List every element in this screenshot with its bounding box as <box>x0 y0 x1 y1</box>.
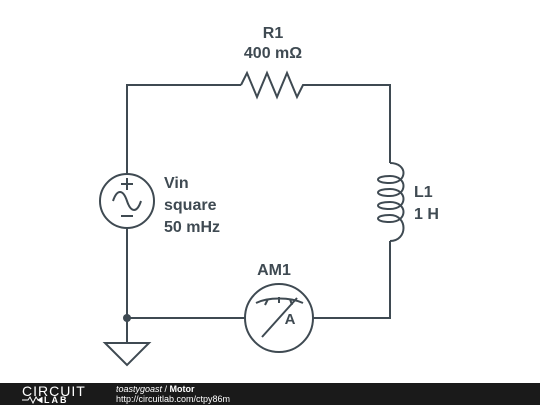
inductor-coil <box>377 162 405 242</box>
ammeter-tick <box>264 298 269 306</box>
ground-icon <box>102 342 152 367</box>
credit-separator: / <box>162 384 170 394</box>
ammeter-circle <box>244 283 314 353</box>
wire-top-left <box>126 84 241 175</box>
ammeter-am1: A AM1 <box>244 262 314 353</box>
logo-wire-icon <box>22 396 43 405</box>
inductor-value: 1 H <box>414 206 439 223</box>
source-designator: Vin <box>164 175 189 192</box>
resistor-designator: R1 <box>263 25 284 42</box>
circuit-url-link[interactable]: http://circuitlab.com/ctpy86m <box>116 394 231 404</box>
ammeter-symbol: A <box>285 311 296 328</box>
sine-wave-icon <box>112 191 142 211</box>
resistor-zigzag <box>240 70 305 100</box>
footer-bar: CIRCUIT LAB toastygoast / Motor http://c… <box>0 383 540 405</box>
inductor-designator: L1 <box>414 184 433 201</box>
source-waveform: square <box>164 197 217 214</box>
author-link[interactable]: toastygoast <box>116 384 163 394</box>
wire-top-right <box>305 84 391 163</box>
junction-dot <box>123 314 131 322</box>
resistor-value: 400 mΩ <box>244 45 302 62</box>
ammeter-designator: AM1 <box>257 262 291 279</box>
resistor-r1: R1 400 mΩ <box>240 25 305 100</box>
voltage-source-vin: Vin square 50 mHz <box>99 173 220 236</box>
logo-lab-text: LAB <box>44 395 69 405</box>
source-circle <box>99 173 155 229</box>
wire-right <box>313 241 391 319</box>
source-frequency: 50 mHz <box>164 219 220 236</box>
logo-circuit-text: CIRCUIT <box>22 383 86 399</box>
ground-triangle <box>102 342 152 367</box>
wires <box>126 84 391 343</box>
ammeter-tick <box>289 298 293 306</box>
credit-line: toastygoast / Motor <box>116 384 195 394</box>
circuit-title[interactable]: Motor <box>169 384 195 394</box>
inductor-l1: L1 1 H <box>377 162 439 242</box>
circuit-diagram: R1 400 mΩ Vin square 50 mHz L1 1 H <box>99 25 439 367</box>
